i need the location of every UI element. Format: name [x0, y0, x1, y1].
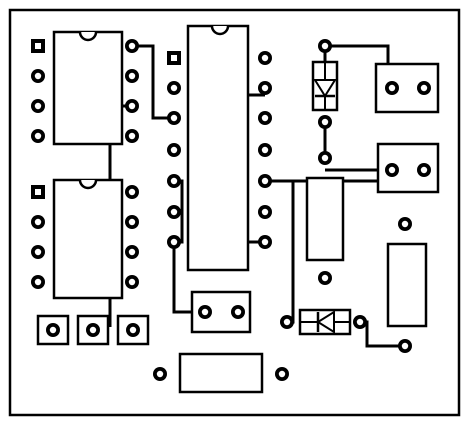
resistor-center — [305, 176, 345, 262]
pad-cap3-a — [198, 305, 212, 319]
resistor-right — [386, 242, 428, 328]
header-3pin — [36, 314, 150, 346]
pad-ic3-left-3 — [31, 245, 45, 259]
pad-cap2-a — [385, 163, 399, 177]
pad-ic3-right-2 — [125, 215, 139, 229]
pad-ic2-left-4 — [167, 143, 181, 157]
pad-ic1-right-3 — [125, 99, 139, 113]
pad-ic1-left-3 — [31, 99, 45, 113]
pad-cap2-b — [417, 163, 431, 177]
pad-res3-left — [153, 367, 167, 381]
pad-res1-bottom — [318, 271, 332, 285]
pad-diode1-bottom — [318, 115, 332, 129]
pad-res1-top — [318, 151, 332, 165]
pad-ic1-right-2 — [125, 69, 139, 83]
pad-ic3-left-4 — [31, 275, 45, 289]
pad-ic2-right-7 — [258, 235, 272, 249]
ic-dip8-bottom-left — [52, 178, 124, 300]
pad-ic3-left-1 — [31, 185, 45, 199]
pad-ic2-left-3 — [167, 111, 181, 125]
pad-ic3-left-2 — [31, 215, 45, 229]
pad-ic1-left-2 — [31, 69, 45, 83]
diode-upper — [311, 60, 339, 112]
ic-dip14-center — [186, 24, 250, 272]
pad-diode2-right — [353, 315, 367, 329]
pad-ic3-right-1 — [125, 185, 139, 199]
diode-lower — [298, 308, 352, 336]
pad-cap1-a — [385, 81, 399, 95]
pad-ic2-left-7 — [167, 235, 181, 249]
pad-ic2-left-5 — [167, 174, 181, 188]
pad-ic1-left-1 — [31, 39, 45, 53]
pad-ic2-right-3 — [258, 111, 272, 125]
pad-ic3-right-4 — [125, 275, 139, 289]
pad-ic2-right-2 — [258, 81, 272, 95]
pad-res3-right — [275, 367, 289, 381]
pad-diode1-top — [318, 39, 332, 53]
pad-ic1-left-4 — [31, 129, 45, 143]
pad-ic2-right-6 — [258, 205, 272, 219]
pad-header-3 — [126, 323, 140, 337]
pad-ic1-right-4 — [125, 129, 139, 143]
pads — [31, 39, 431, 381]
ic-dip8-top-left — [52, 30, 124, 146]
pad-header-2 — [86, 323, 100, 337]
pad-ic1-right-1 — [125, 39, 139, 53]
pad-ic2-right-5 — [258, 174, 272, 188]
traces — [108, 44, 407, 348]
pad-res2-bottom — [398, 339, 412, 353]
pad-diode2-left — [280, 315, 294, 329]
pad-cap1-b — [417, 81, 431, 95]
pad-ic2-right-4 — [258, 143, 272, 157]
pad-ic2-left-6 — [167, 205, 181, 219]
pad-res2-top — [398, 217, 412, 231]
pad-ic2-left-2 — [167, 81, 181, 95]
pad-header-1 — [46, 323, 60, 337]
pad-ic3-right-3 — [125, 245, 139, 259]
trace-ic2-to-diode2 — [287, 181, 295, 324]
pad-cap3-b — [231, 305, 245, 319]
trace-ic1-to-ic2 — [132, 44, 174, 120]
resistor-bottom — [178, 352, 264, 394]
pad-ic2-right-1 — [258, 51, 272, 65]
pad-ic2-left-1 — [167, 51, 181, 65]
board-outline — [8, 8, 461, 417]
